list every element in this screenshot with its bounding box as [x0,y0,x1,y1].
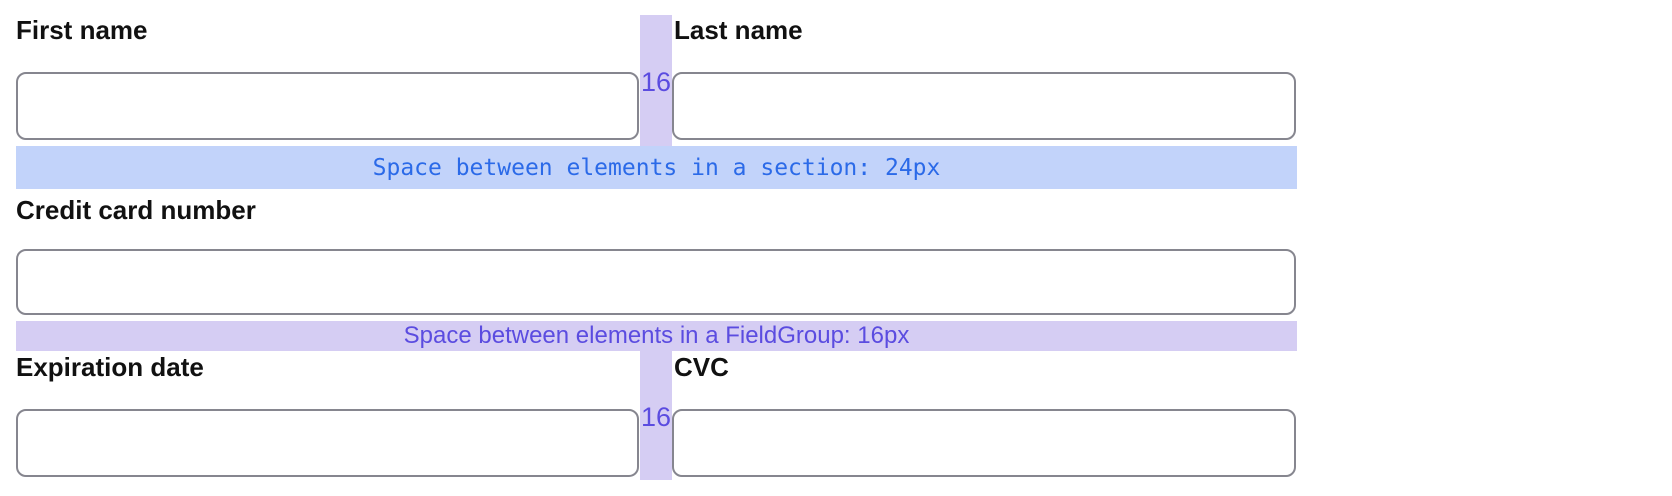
column-gap-strip-bottom [640,351,672,480]
cvc-label: CVC [674,352,729,382]
column-gap-strip-top [640,15,672,146]
credit-card-number-label: Credit card number [16,195,256,225]
column-gap-value-bottom: 16 [640,402,672,432]
credit-card-number-input[interactable] [16,249,1296,315]
first-name-input[interactable] [16,72,639,140]
section-spacing-band-text: Space between elements in a section: 24p… [372,154,941,181]
expiration-date-label: Expiration date [16,352,204,382]
cvc-input[interactable] [672,409,1296,477]
section-spacing-band: Space between elements in a section: 24p… [16,146,1297,189]
first-name-label: First name [16,15,148,45]
fieldgroup-spacing-band: Space between elements in a FieldGroup: … [16,321,1297,351]
column-gap-value-top: 16 [640,67,672,97]
fieldgroup-spacing-band-text: Space between elements in a FieldGroup: … [403,322,910,349]
last-name-input[interactable] [672,72,1296,140]
expiration-date-input[interactable] [16,409,639,477]
last-name-label: Last name [674,15,803,45]
